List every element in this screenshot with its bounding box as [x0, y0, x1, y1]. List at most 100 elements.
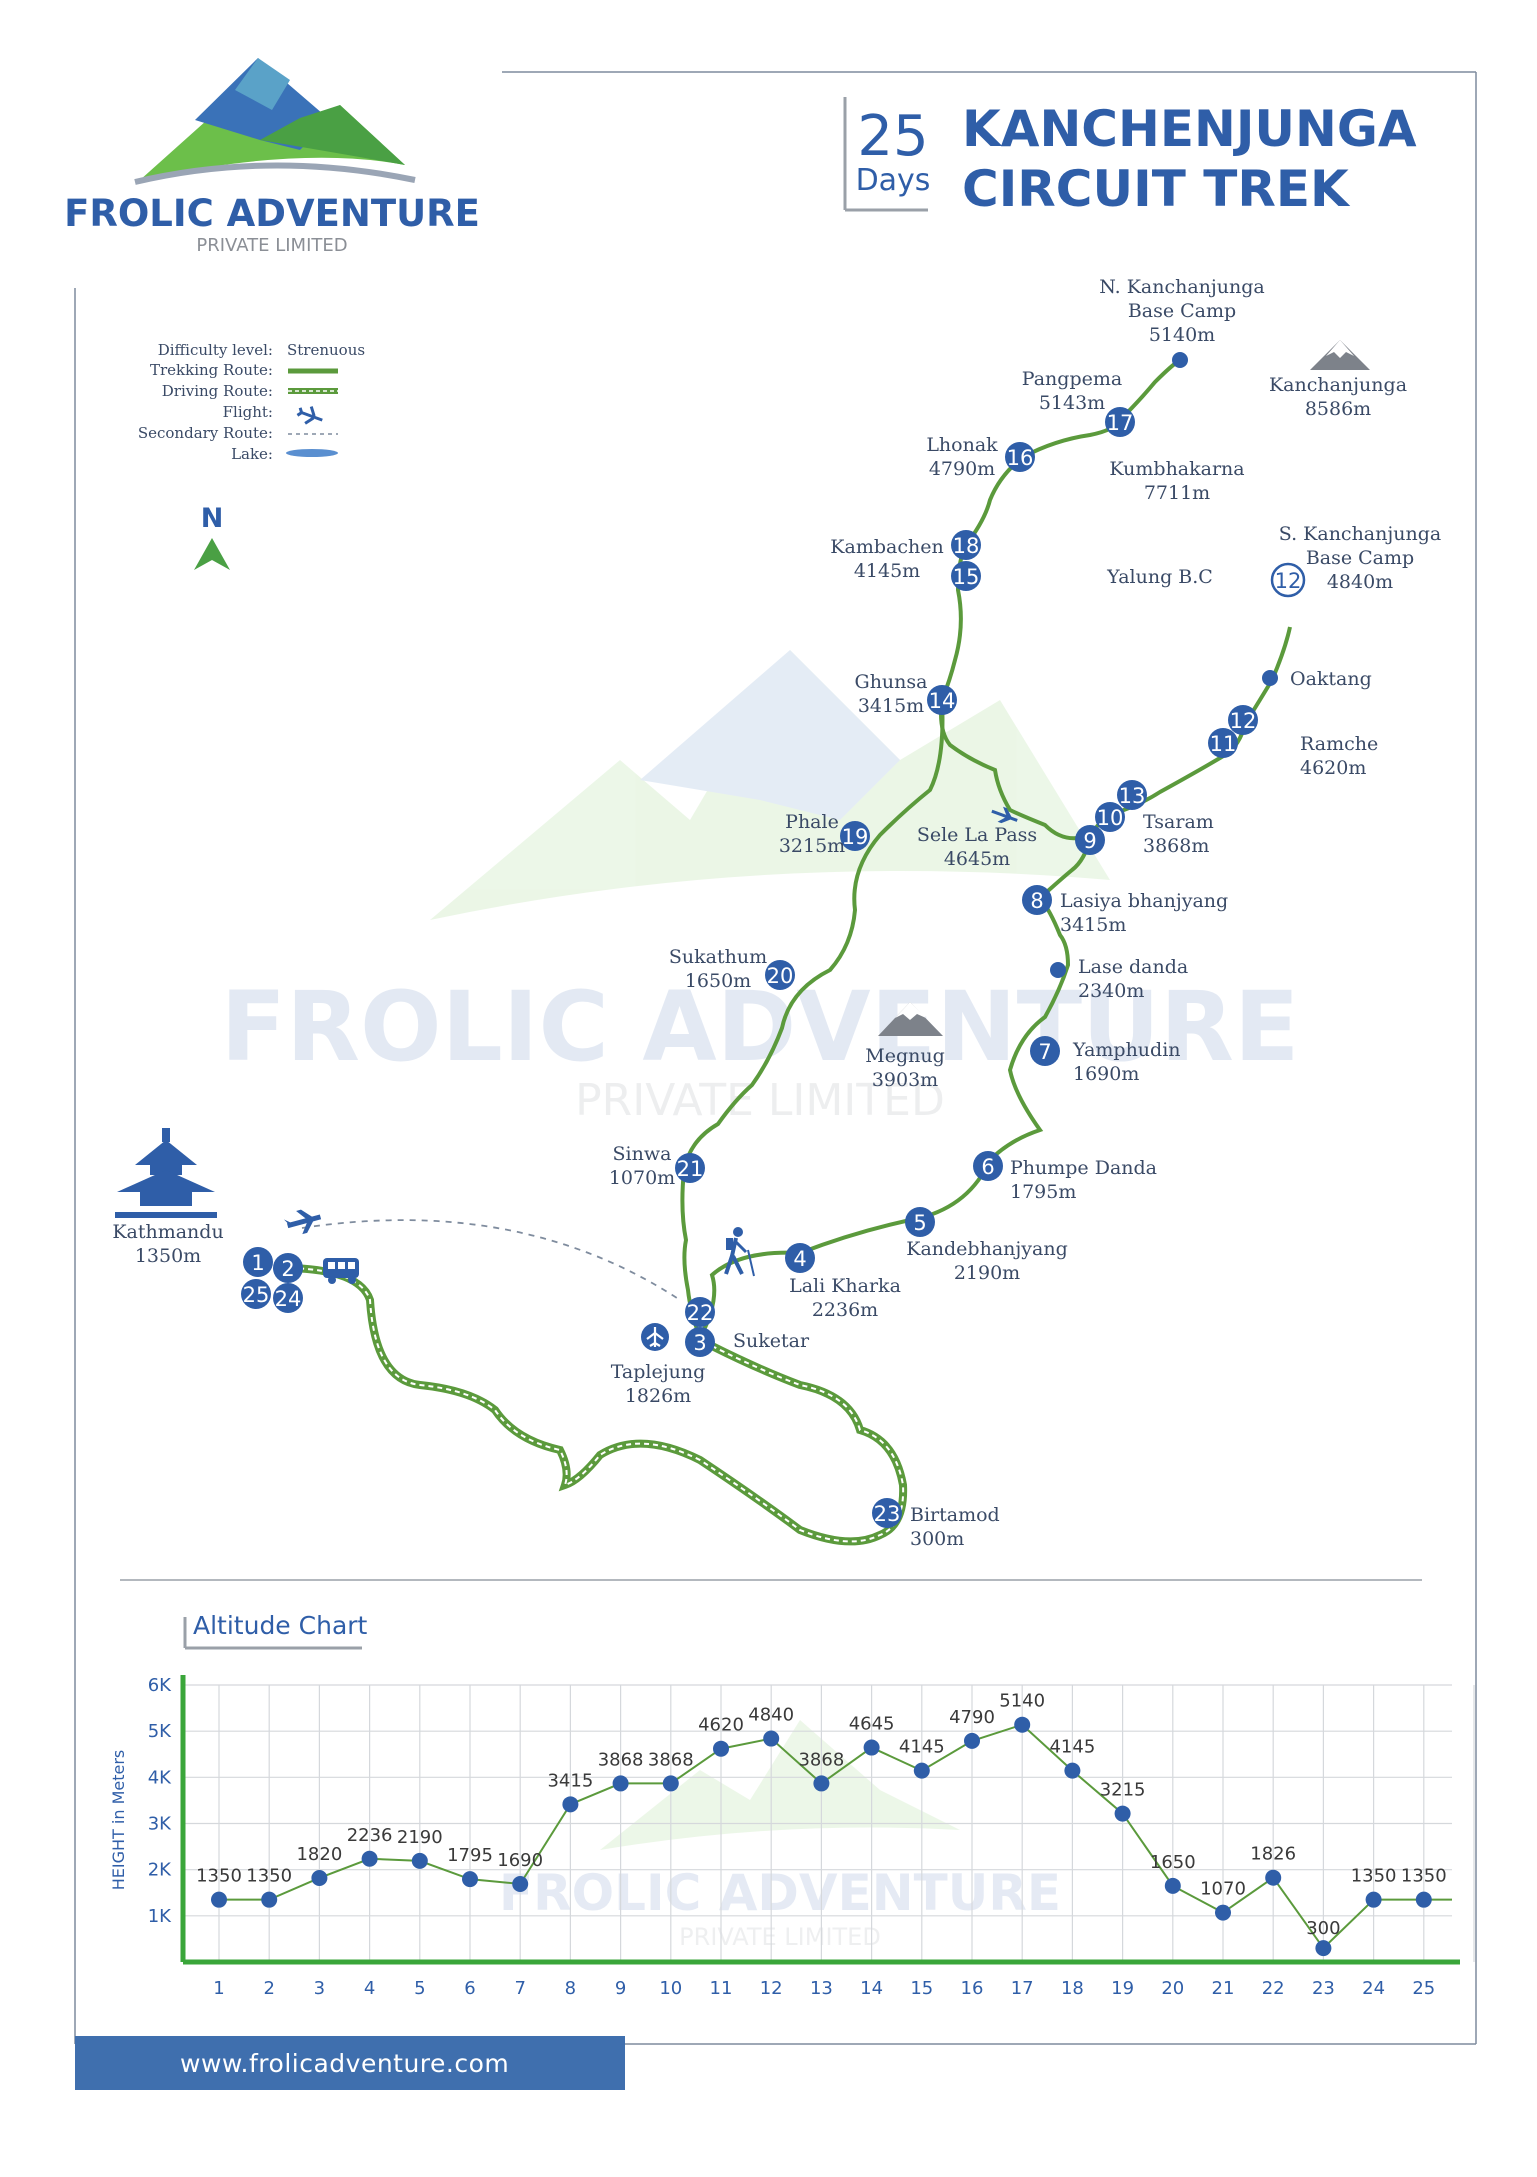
chart-point[interactable] [1215, 1904, 1231, 1921]
svg-text:14: 14 [929, 689, 956, 713]
chart-point[interactable] [964, 1732, 980, 1749]
svg-text:18: 18 [953, 534, 980, 558]
waypoint-19[interactable]: 19 [840, 821, 870, 851]
chart-point[interactable] [1415, 1891, 1432, 1908]
chart-y-tick-label: 6K [148, 1675, 172, 1696]
chart-x-tick-label: 25 [1412, 1978, 1435, 1999]
waypoint-12b[interactable]: 12 [1228, 705, 1258, 735]
waypoint-1[interactable]: 1 [243, 1247, 273, 1277]
waypoint-15[interactable]: 15 [951, 561, 981, 591]
chart-point[interactable] [1014, 1716, 1031, 1733]
watermark-line2: PRIVATE LIMITED [575, 1075, 945, 1126]
brand-logo: FROLIC ADVENTURE PRIVATE LIMITED [64, 58, 480, 256]
waypoint-7[interactable]: 7 [1030, 1036, 1060, 1066]
chart-point[interactable] [813, 1775, 830, 1792]
waypoint-2[interactable]: 2 [273, 1253, 303, 1283]
waypoint-3[interactable]: 3 [685, 1327, 715, 1357]
svg-text:11: 11 [1210, 732, 1237, 756]
waypoint-16[interactable]: 16 [1005, 442, 1035, 472]
chart-point[interactable] [662, 1775, 679, 1792]
chart-point[interactable] [1164, 1877, 1181, 1894]
chart-data-label: 4145 [899, 1737, 945, 1758]
waypoint-9[interactable]: 9 [1075, 825, 1105, 855]
chart-point[interactable] [361, 1850, 378, 1867]
svg-text:13: 13 [1119, 784, 1146, 808]
waypoint-20[interactable]: 20 [765, 960, 795, 990]
chart-point[interactable] [612, 1775, 629, 1792]
chart-point[interactable] [1064, 1762, 1081, 1779]
waypoint-8[interactable]: 8 [1022, 885, 1052, 915]
waypoint-lase-danda[interactable] [1050, 962, 1066, 978]
waypoint-18[interactable]: 18 [951, 530, 981, 560]
chart-x-tick-label: 22 [1262, 1978, 1285, 1999]
waypoint-6[interactable]: 6 [973, 1151, 1003, 1181]
legend-value-difficulty: Strenuous [287, 341, 365, 359]
waypoint-12[interactable]: 12 [1270, 562, 1306, 598]
chart-x-tick-label: 11 [710, 1978, 733, 1999]
waypoint-17[interactable]: 17 [1105, 407, 1135, 437]
chart-point[interactable] [913, 1762, 930, 1779]
chart-point[interactable] [211, 1891, 227, 1908]
days-label: Days [856, 163, 931, 198]
chart-x-tick-label: 15 [910, 1978, 933, 1999]
waypoint-n-base-camp[interactable] [1172, 352, 1188, 368]
chart-point[interactable] [1365, 1891, 1382, 1908]
svg-text:12: 12 [1275, 569, 1302, 593]
chart-point[interactable] [462, 1871, 478, 1888]
chart-x-tick-label: 6 [464, 1978, 475, 1999]
bus-icon [323, 1258, 359, 1284]
legend-label-driving: Driving Route: [162, 382, 273, 400]
waypoint-23[interactable]: 23 [872, 1498, 902, 1528]
waypoint-13[interactable]: 13 [1117, 780, 1147, 810]
waypoint-10[interactable]: 10 [1095, 802, 1125, 832]
chart-point[interactable] [1265, 1869, 1282, 1886]
chart-point[interactable] [562, 1796, 579, 1813]
legend-lake-ellipse [286, 449, 338, 457]
footer-url[interactable]: www.frolicadventure.com [75, 2036, 625, 2090]
chart-point[interactable] [261, 1891, 278, 1908]
waypoint-22[interactable]: 22 [685, 1297, 715, 1327]
chart-x-tick-label: 9 [615, 1978, 626, 1999]
driving-route-dashes [289, 1267, 905, 1543]
chart-data-label: 1350 [1401, 1866, 1447, 1887]
map-watermark: FROLIC ADVENTURE PRIVATE LIMITED [220, 650, 1300, 1126]
chart-point[interactable] [411, 1852, 428, 1869]
svg-text:PRIVATE LIMITED: PRIVATE LIMITED [679, 1923, 881, 1951]
waypoint-4[interactable]: 4 [785, 1243, 815, 1273]
waypoint-21[interactable]: 21 [675, 1153, 705, 1183]
watermark-line1: FROLIC ADVENTURE [220, 971, 1299, 1083]
chart-point[interactable] [763, 1730, 780, 1747]
chart-point[interactable] [1315, 1940, 1332, 1957]
chart-point[interactable] [713, 1740, 729, 1757]
chart-x-tick-label: 16 [961, 1978, 984, 1999]
waypoint-oaktang[interactable] [1262, 670, 1278, 686]
chart-x-tick-label: 3 [314, 1978, 325, 1999]
chart-x-tick-label: 13 [810, 1978, 833, 1999]
place-label-yalung: Yalung B.C [1106, 566, 1213, 588]
chart-point[interactable] [512, 1875, 529, 1892]
waypoint-5[interactable]: 5 [905, 1207, 935, 1237]
waypoint-11[interactable]: 11 [1208, 728, 1238, 758]
waypoint-14[interactable]: 14 [927, 685, 957, 715]
chart-x-tick-label: 21 [1212, 1978, 1235, 1999]
chart-point[interactable] [1114, 1805, 1131, 1822]
chart-point[interactable] [311, 1869, 328, 1886]
svg-text:7: 7 [1038, 1040, 1051, 1064]
north-arrow: N [194, 503, 230, 570]
waypoint-25[interactable]: 25 [241, 1279, 271, 1309]
chart-point[interactable] [863, 1739, 880, 1756]
chart-data-label: 3215 [1100, 1780, 1146, 1801]
waypoint-24[interactable]: 24 [273, 1283, 303, 1313]
